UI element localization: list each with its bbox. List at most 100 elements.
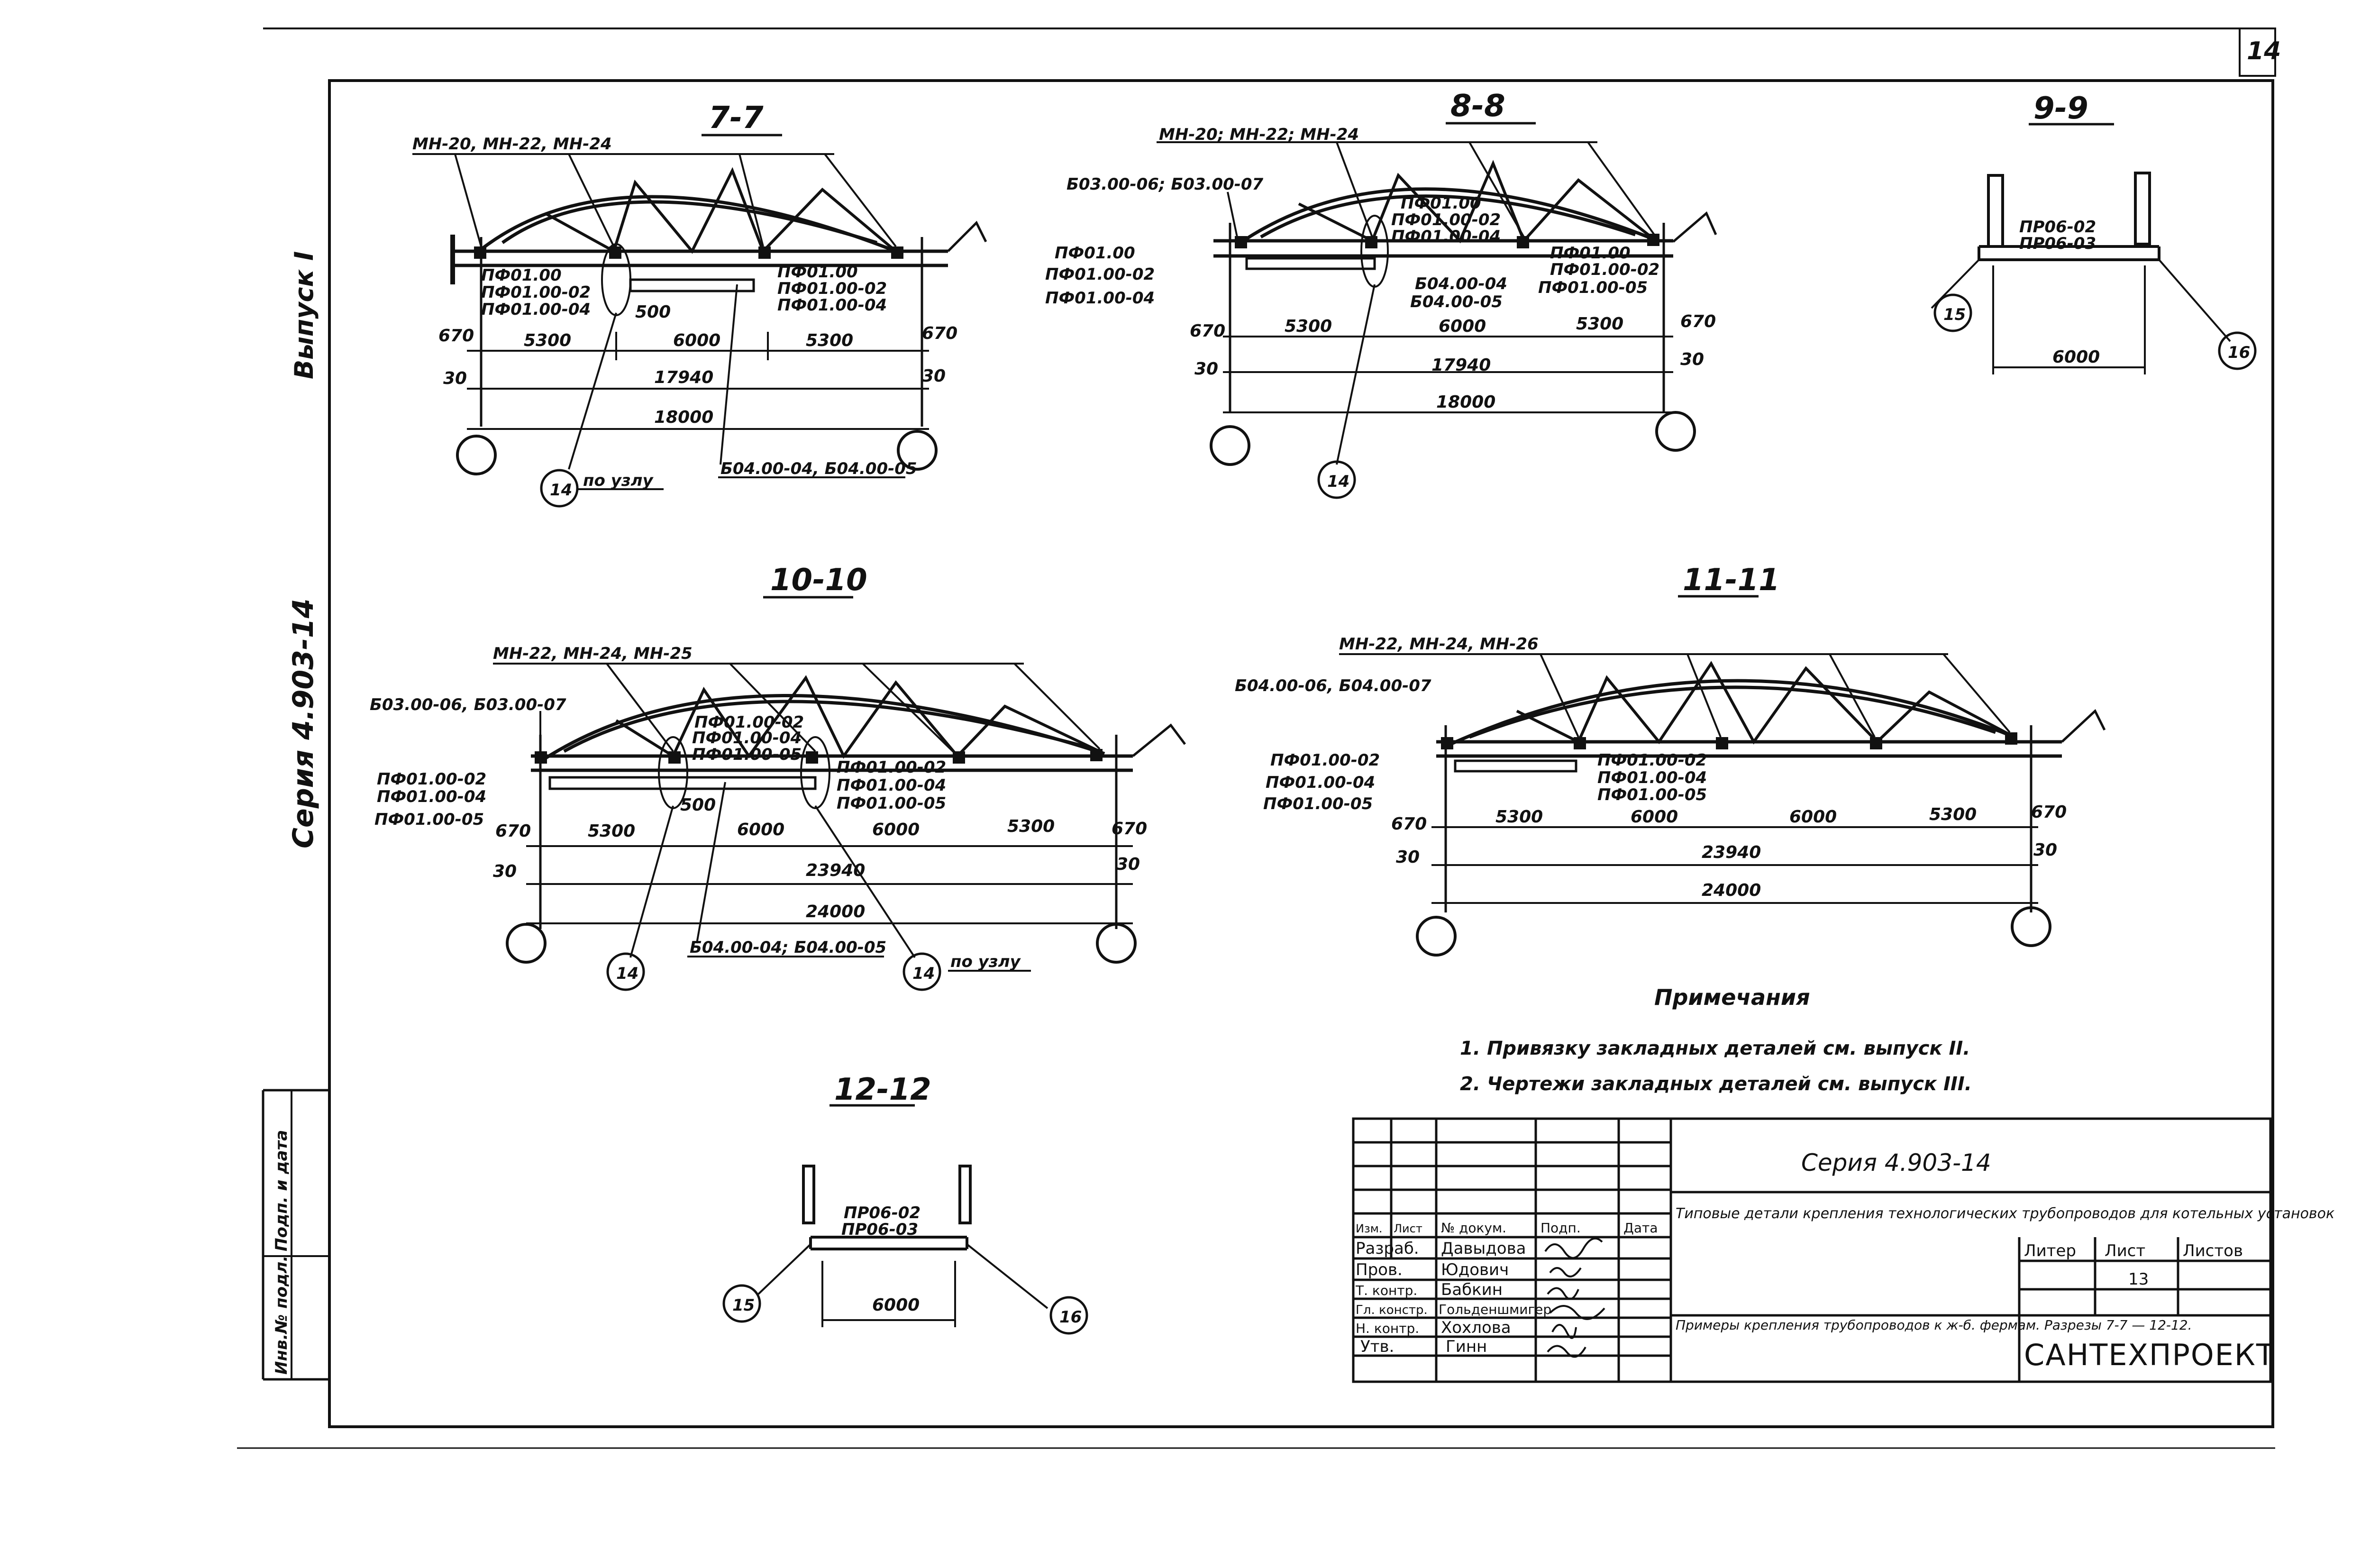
section-title: 12-12 bbox=[834, 1072, 931, 1107]
left-part-3: ПФ01.00-05 bbox=[1263, 794, 1373, 813]
frame bbox=[237, 27, 2276, 1449]
section-title: 7-7 bbox=[709, 100, 764, 136]
right-part-2: ПФ01.00-04 bbox=[837, 776, 946, 795]
tb-role-5: Н. контр. bbox=[1356, 1321, 1419, 1336]
callout-16 bbox=[1049, 1296, 1088, 1335]
callout-16-number: 16 bbox=[2228, 343, 2250, 362]
right-part-3: ПФ01.00-04 bbox=[777, 296, 887, 315]
part-2: ПР06-03 bbox=[841, 1220, 918, 1239]
top-label: МН-22, МН-24, МН-26 bbox=[1339, 635, 1539, 654]
truss-nodes bbox=[535, 749, 1103, 764]
tb-h-list: Лист bbox=[1394, 1222, 1422, 1235]
left-part-1: ПФ01.00-02 bbox=[1270, 751, 1380, 770]
section-11-11: 11-11 МН-22, МН-24, МН-26 Б04.00-06, Б bbox=[1235, 563, 2106, 955]
tb-description: Типовые детали крепления технологических… bbox=[1676, 1205, 2334, 1222]
dim-lines bbox=[526, 845, 1133, 924]
truss bbox=[531, 675, 1186, 929]
section-title: 11-11 bbox=[1683, 563, 1780, 598]
hanger bbox=[1931, 172, 2231, 374]
top-label: МН-20, МН-22, МН-24 bbox=[412, 135, 612, 154]
tb-name-3: Бабкин bbox=[1441, 1280, 1503, 1299]
right-part-2: ПФ01.00-02 bbox=[1550, 260, 1659, 279]
truss-nodes bbox=[1235, 234, 1659, 248]
callout-16 bbox=[2218, 331, 2257, 370]
node-number: 14 bbox=[550, 481, 572, 500]
span-4: 5300 bbox=[1007, 817, 1055, 836]
callout-15 bbox=[1933, 293, 1972, 332]
tb-h-data: Дата bbox=[1623, 1220, 1658, 1236]
node-callout-right bbox=[902, 952, 941, 991]
tb-h-podp: Подп. bbox=[1540, 1220, 1581, 1236]
inner-span: 23940 bbox=[806, 861, 865, 880]
span-1: 5300 bbox=[1495, 807, 1543, 827]
left-part-1: ПФ01.00-02 bbox=[377, 770, 486, 789]
callout-15-number: 15 bbox=[732, 1296, 755, 1315]
dim-30-right: 30 bbox=[1680, 350, 1704, 369]
mid-part-2: ПФ01.00-04 bbox=[692, 729, 802, 748]
span-4: 5300 bbox=[1929, 805, 1977, 824]
dim-500: 500 bbox=[635, 302, 671, 322]
top-label: МН-20; МН-22; МН-24 bbox=[1159, 125, 1359, 144]
section-title: 8-8 bbox=[1450, 89, 1505, 124]
dim-30-right: 30 bbox=[922, 366, 946, 386]
dim-30-left: 30 bbox=[1396, 848, 1420, 867]
span-2: 6000 bbox=[1631, 807, 1678, 827]
span-2: 6000 bbox=[1439, 317, 1486, 336]
right-part-2: ПФ01.00-02 bbox=[777, 279, 887, 298]
tb-name-5: Хохлова bbox=[1441, 1318, 1511, 1337]
mid-part-2: ПФ01.00-02 bbox=[1391, 210, 1501, 229]
right-part-3: ПФ01.00-05 bbox=[837, 794, 946, 813]
outer-span: 24000 bbox=[806, 902, 865, 921]
node-callout bbox=[540, 469, 579, 508]
truss bbox=[1436, 661, 2106, 912]
vypusk-label: Выпуск I bbox=[289, 251, 319, 379]
outer-span: 18000 bbox=[1436, 392, 1495, 412]
dim-30-left: 30 bbox=[443, 369, 467, 388]
span-1: 5300 bbox=[1285, 317, 1332, 336]
podp-label: Подп. и дата bbox=[272, 1130, 291, 1251]
section-title: 10-10 bbox=[770, 563, 867, 598]
outer-span: 18000 bbox=[654, 408, 713, 427]
dim-670-right: 670 bbox=[1680, 312, 1716, 331]
tb-name-6: Гинн bbox=[1446, 1337, 1487, 1356]
tb-company: САНТЕХПРОЕКТ bbox=[2024, 1338, 2275, 1372]
leaders bbox=[493, 663, 1101, 958]
node-number-left: 14 bbox=[616, 964, 638, 983]
mid-part-3: ПФ01.00-04 bbox=[1391, 227, 1501, 246]
dim-670-left: 670 bbox=[438, 326, 474, 346]
leaders bbox=[1157, 141, 1655, 465]
right-part-3: ПФ01.00-05 bbox=[1538, 278, 1648, 297]
section-8-8: 8-8 МН-20; МН-22; МН-24 Б03.00- bbox=[1045, 89, 1717, 499]
part-1: ПР06-02 bbox=[844, 1203, 921, 1222]
seriya-label: Серия 4.903-14 bbox=[287, 599, 320, 848]
dim-670-right: 670 bbox=[2031, 802, 2067, 822]
truss bbox=[1213, 160, 1717, 412]
section-10-10: 10-10 bbox=[370, 563, 1186, 991]
mid-part-1: ПФ01.00-02 bbox=[694, 713, 804, 732]
left-top-label: Б03.00-06; Б03.00-07 bbox=[1066, 175, 1264, 194]
section-12-12: 12-12 ПР06-02 ПР06-03 15 16 6000 bbox=[722, 1072, 1088, 1335]
span-1: 5300 bbox=[588, 821, 635, 841]
section-9-9: 9-9 ПР06-02 ПР06-03 15 16 6000 bbox=[1931, 91, 2257, 374]
mid-part-2: ПФ01.00-04 bbox=[1597, 768, 1707, 787]
left-part-1: ПФ01.00 bbox=[1055, 244, 1135, 263]
node-number: 14 bbox=[1327, 472, 1349, 491]
node-callout-left bbox=[606, 952, 645, 991]
b-part-1: Б04.00-04 bbox=[1415, 274, 1507, 293]
left-top-label: Б03.00-06, Б03.00-07 bbox=[370, 695, 566, 714]
dim-670-right: 670 bbox=[922, 324, 957, 343]
right-part-1: ПФ01.00 bbox=[1550, 244, 1631, 263]
left-part-2: ПФ01.00-02 bbox=[481, 283, 591, 302]
page-number: 14 bbox=[2247, 37, 2281, 65]
leaders bbox=[1339, 653, 2011, 738]
note-2: 2. Чертежи закладных деталей см. выпуск … bbox=[1460, 1073, 1972, 1095]
tb-list-value: 13 bbox=[2128, 1270, 2149, 1289]
tb-name-1: Давыдова bbox=[1441, 1239, 1526, 1258]
b-part-2: Б04.00-05 bbox=[1410, 292, 1503, 311]
right-part-1: ПФ01.00 bbox=[777, 263, 858, 282]
dim-670-left: 670 bbox=[495, 821, 531, 841]
section-title: 9-9 bbox=[2033, 91, 2088, 126]
right-part-1: ПФ01.00-02 bbox=[837, 758, 946, 777]
span: 6000 bbox=[872, 1295, 920, 1315]
